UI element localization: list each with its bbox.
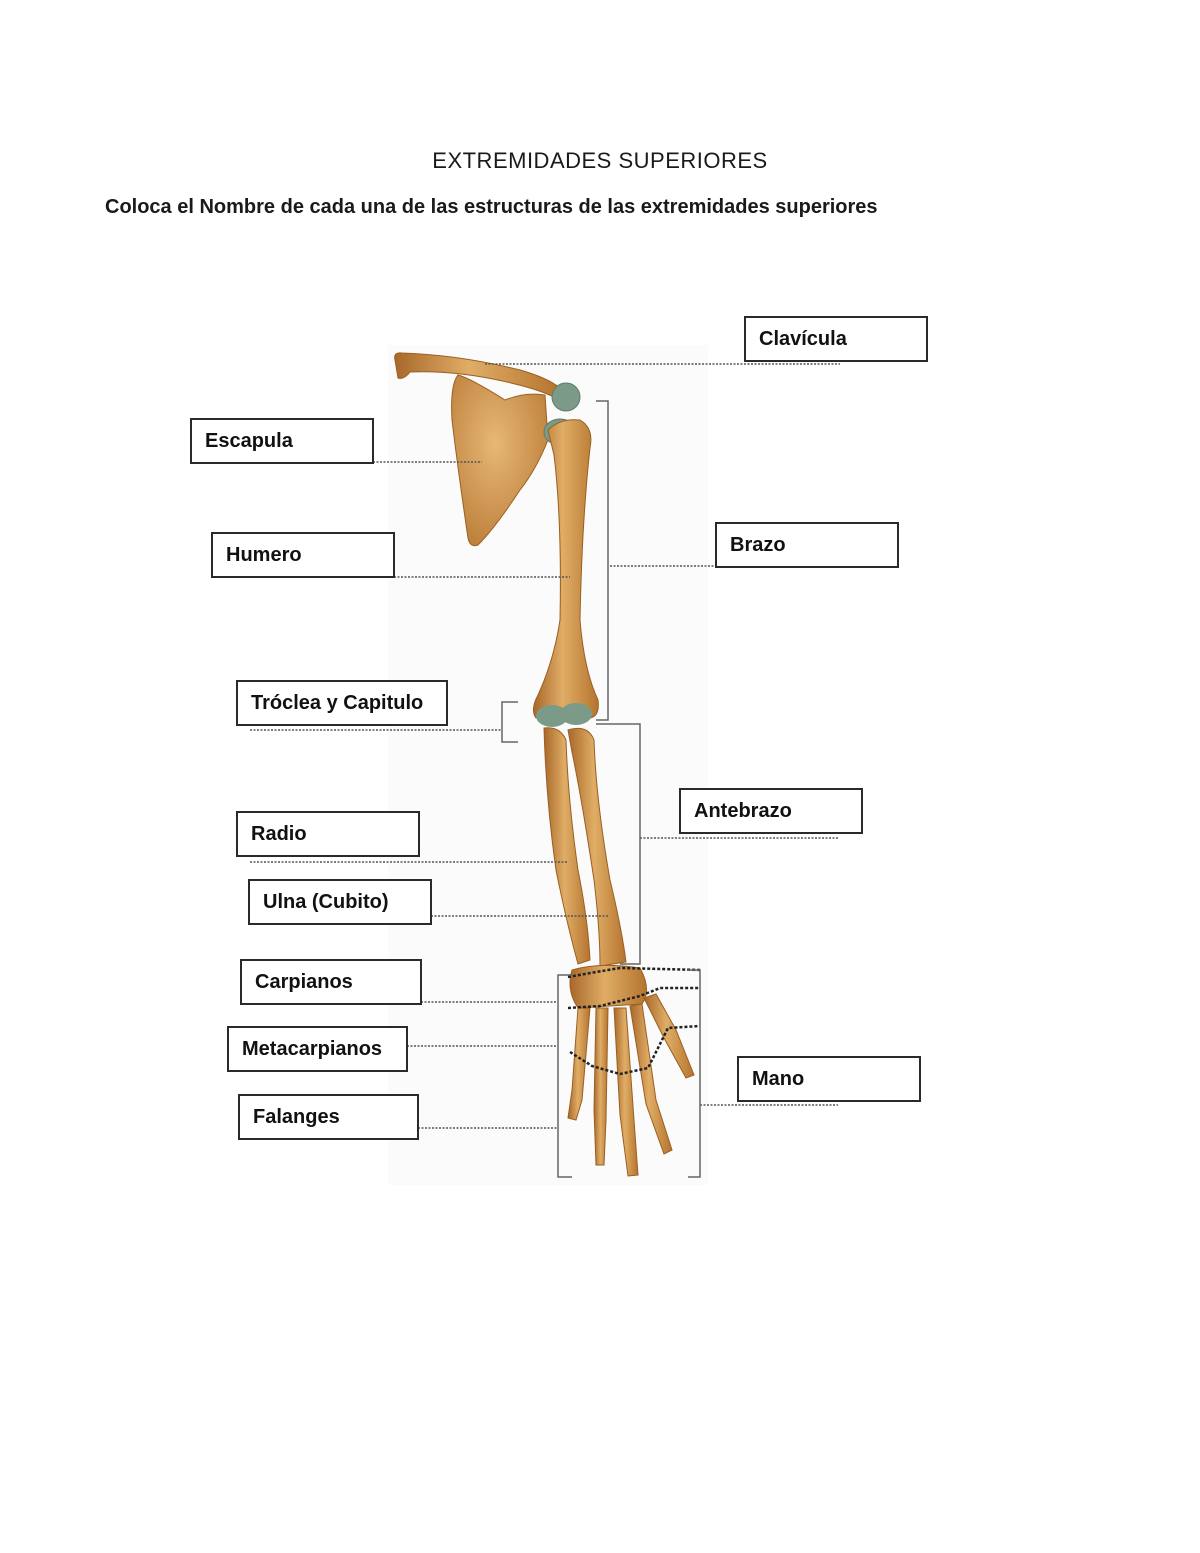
label-mano: Mano — [737, 1056, 921, 1102]
page-title: EXTREMIDADES SUPERIORES — [432, 148, 768, 173]
label-clavicula: Clavícula — [744, 316, 928, 362]
label-brazo: Brazo — [715, 522, 899, 568]
label-humero: Humero — [211, 532, 395, 578]
label-ulna: Ulna (Cubito) — [248, 879, 432, 925]
label-metacarpianos: Metacarpianos — [227, 1026, 408, 1072]
instruction-text: Coloca el Nombre de cada una de las estr… — [105, 196, 878, 218]
label-troclea-capitulo: Tróclea y Capitulo — [236, 680, 448, 726]
label-antebrazo: Antebrazo — [679, 788, 863, 834]
label-carpianos: Carpianos — [240, 959, 422, 1005]
label-escapula: Escapula — [190, 418, 374, 464]
label-falanges: Falanges — [238, 1094, 419, 1140]
label-radio: Radio — [236, 811, 420, 857]
